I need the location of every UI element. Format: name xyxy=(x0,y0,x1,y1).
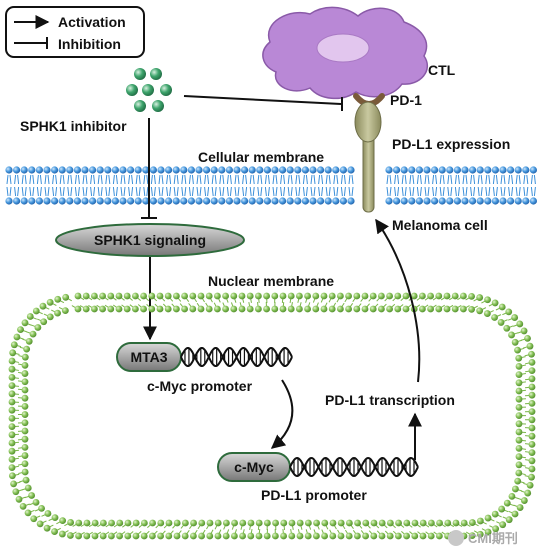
transcription-to-pdl1-arrow xyxy=(375,218,421,383)
nuclear-membrane xyxy=(8,292,536,540)
mta3-label: MTA3 xyxy=(130,349,167,365)
nuclear-membrane-label: Nuclear membrane xyxy=(208,273,334,289)
watermark-label: CMI期刊 xyxy=(468,531,518,546)
legend: Activation Inhibition xyxy=(5,6,145,58)
legend-activation-label: Activation xyxy=(58,14,126,30)
sphk1-signaling-label: SPHK1 signaling xyxy=(94,232,206,248)
inhibitor-to-sphk1-inhibition xyxy=(141,118,157,219)
pd1-label: PD-1 xyxy=(390,92,422,108)
ctl-cell xyxy=(262,6,429,100)
pdl1-promoter-label: PD-L1 promoter xyxy=(261,487,367,503)
cmyc-promoter-dna xyxy=(180,347,293,367)
ctl-label: CTL xyxy=(428,62,456,78)
pdl1-receptor xyxy=(354,101,382,213)
inhibitor-to-pd1-inhibition xyxy=(183,95,343,111)
cellular-membrane-label: Cellular membrane xyxy=(198,149,324,165)
pdl1-expression-label: PD-L1 expression xyxy=(392,136,510,152)
legend-inhibition-label: Inhibition xyxy=(58,36,121,52)
cellular-membrane xyxy=(5,166,538,205)
pdl1-promoter-dna xyxy=(289,456,419,478)
inhibition-bar-icon xyxy=(14,37,48,49)
cmyc-label: c-Myc xyxy=(234,459,274,475)
sphk1-inhibitor-molecules xyxy=(126,68,172,112)
cmyc-promoter-label: c-Myc promoter xyxy=(147,378,253,394)
pdl1-transcription-label: PD-L1 transcription xyxy=(325,392,455,408)
sphk1-signaling-node xyxy=(55,223,245,257)
sphk1-inhibitor-label: SPHK1 inhibitor xyxy=(20,118,127,134)
cmyc-promoter-to-cmyc-arrow xyxy=(270,379,294,449)
watermark: CMI期刊 xyxy=(448,530,518,546)
melanoma-cell-label: Melanoma cell xyxy=(392,217,488,233)
